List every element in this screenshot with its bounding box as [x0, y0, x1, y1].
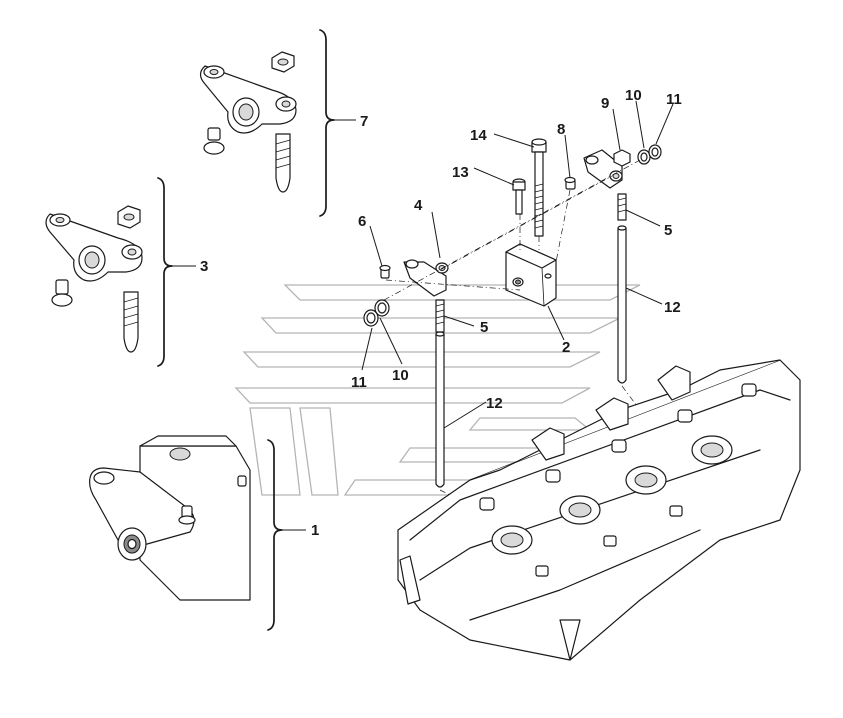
- exploded-parts-center: [363, 138, 662, 511]
- callout-13: 13: [452, 164, 469, 181]
- rocker-housing-assembly-1: [89, 435, 251, 601]
- callout-4: 4: [414, 197, 423, 214]
- callout-9: 9: [601, 95, 609, 112]
- bracket-1: [267, 439, 283, 631]
- callout-7: 7: [360, 113, 368, 130]
- callout-2: 2: [562, 339, 570, 356]
- leader-lines: [361, 100, 674, 429]
- callout-labels: 1 2 3 4 5 5 6 7 8 9 10 10 11 11 12 12 13…: [200, 87, 682, 539]
- cylinder-head: [397, 359, 801, 661]
- cam-bore-row: [491, 435, 733, 555]
- callout-5-right: 5: [664, 222, 672, 239]
- callout-11-left: 11: [351, 374, 367, 391]
- callout-10-right: 10: [625, 87, 642, 104]
- callout-14: 14: [470, 127, 487, 144]
- callout-5-left: 5: [480, 319, 488, 336]
- bracket-7: [319, 29, 335, 217]
- head-bosses: [479, 383, 757, 577]
- callout-3: 3: [200, 258, 208, 275]
- callout-12-right: 12: [664, 299, 681, 316]
- callout-6: 6: [358, 213, 366, 230]
- callout-1: 1: [311, 522, 319, 539]
- callout-11-right: 11: [666, 91, 682, 108]
- rocker-arm-assembly-7: [199, 51, 297, 193]
- callout-12-left: 12: [486, 395, 503, 412]
- bracket-3: [157, 177, 173, 367]
- callout-10-left: 10: [392, 367, 409, 384]
- rocker-arm-assembly-3: [45, 205, 143, 353]
- callout-8: 8: [557, 121, 565, 138]
